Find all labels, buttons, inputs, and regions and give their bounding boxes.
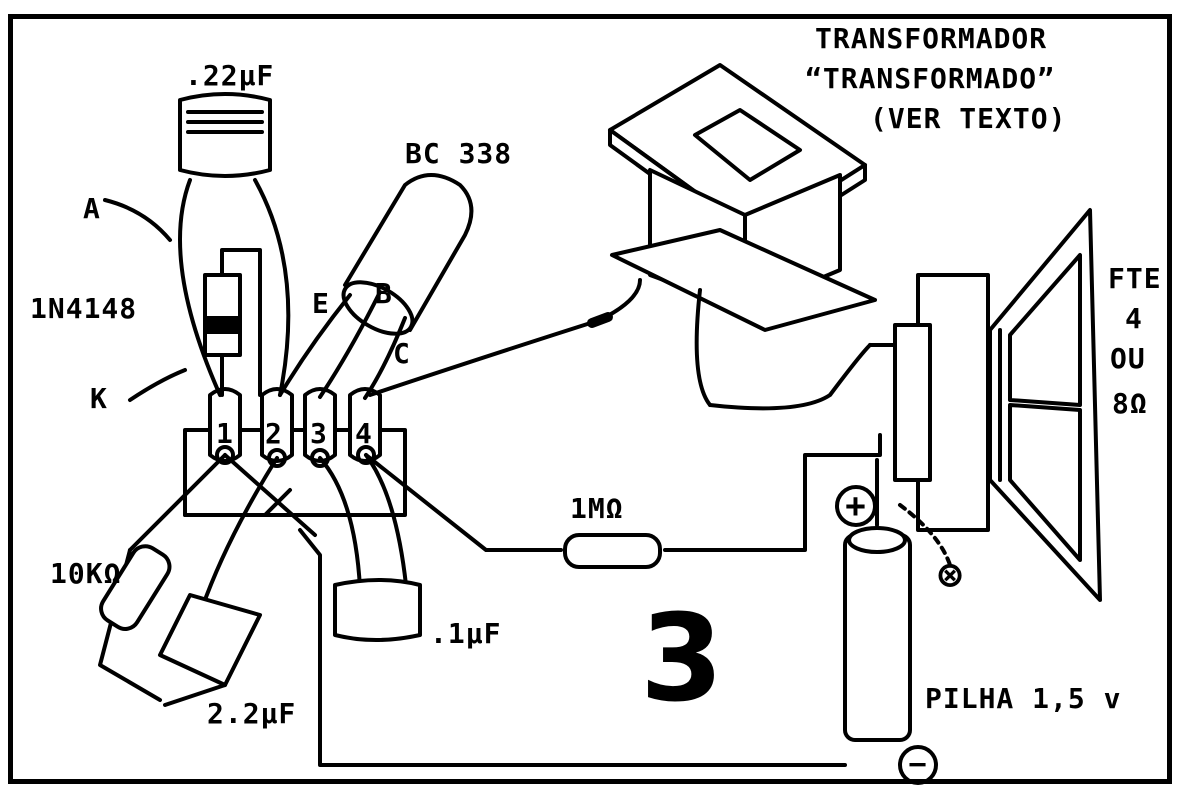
figure-number: 3 <box>640 590 725 729</box>
speaker-label-1: FTE <box>1108 262 1162 295</box>
cap-01-label: .1µF <box>430 617 502 650</box>
resistor-1m <box>563 533 662 569</box>
speaker-label-3: OU <box>1110 342 1146 375</box>
cathode-label: K <box>90 382 108 415</box>
pin-c-label: C <box>393 337 411 370</box>
plus-icon: + <box>835 485 877 527</box>
pin-b-label: B <box>375 277 393 310</box>
diode-label: 1N4148 <box>30 292 138 325</box>
terminal-lugs <box>208 387 382 468</box>
transformer-label-2: “TRANSFORMADO” <box>805 62 1056 95</box>
speaker-label-2: 4 <box>1125 302 1143 335</box>
terminal-1-label: 1 <box>216 417 234 450</box>
speaker <box>868 208 1102 602</box>
terminal-3-label: 3 <box>310 417 328 450</box>
transformer <box>608 63 877 411</box>
battery-label: PILHA 1,5 v <box>925 682 1122 715</box>
transformer-label-3: (VER TEXTO) <box>870 102 1067 135</box>
transformer-label-1: TRANSFORMADOR <box>815 22 1048 55</box>
figure-border <box>8 14 1172 784</box>
speaker-label-4: 8Ω <box>1112 387 1148 420</box>
resistor-10k-label: 10KΩ <box>50 557 122 590</box>
cap-top-label: .22µF <box>185 59 275 92</box>
capacitor-01 <box>333 578 422 642</box>
terminal-2-label: 2 <box>265 417 283 450</box>
anode-label: A <box>83 192 101 225</box>
transistor-label: BC 338 <box>405 137 513 170</box>
terminal-4-label: 4 <box>355 417 373 450</box>
diode-1n4148 <box>203 248 262 397</box>
capacitor-22 <box>158 593 262 707</box>
battery <box>843 458 912 742</box>
transistor-bc338 <box>278 173 474 400</box>
resistor-10k <box>99 544 172 631</box>
cut-mark-icon: ⊗ <box>938 552 964 598</box>
cap-22-label: 2.2µF <box>207 697 297 730</box>
resistor-1m-label: 1MΩ <box>570 492 624 525</box>
minus-icon: − <box>898 745 938 785</box>
pin-e-label: E <box>312 287 330 320</box>
capacitor-022 <box>178 92 291 397</box>
